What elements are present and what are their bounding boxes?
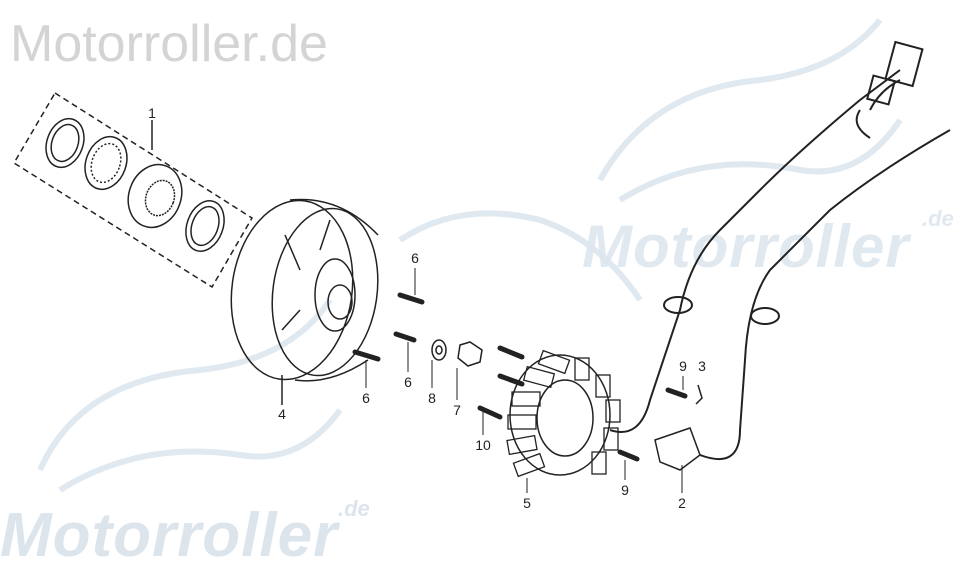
callout-1: 1 [148, 105, 156, 121]
callout-6: 6 [362, 390, 370, 406]
wiring-harness [609, 40, 951, 460]
leader-lines [365, 268, 684, 493]
callout-7: 7 [453, 402, 461, 418]
callout-2: 2 [678, 495, 686, 511]
callout-6: 6 [411, 250, 419, 266]
scooter-watermark-icon [37, 18, 903, 493]
callout-9: 9 [621, 482, 629, 498]
callout-5: 5 [523, 495, 531, 511]
watermark-bottom-suffix: .de [338, 496, 370, 521]
watermark-right-suffix: .de [922, 206, 954, 231]
callout-8: 8 [428, 390, 436, 406]
washer-part-8 [431, 339, 447, 361]
callout-10: 10 [475, 437, 491, 453]
clip-part-3 [695, 384, 703, 405]
callout-3: 3 [698, 358, 706, 374]
bolts [352, 292, 688, 462]
watermark-right: Motorroller [582, 213, 910, 280]
watermark-bottom: Motorroller [0, 501, 339, 570]
nut-part-7 [457, 341, 483, 367]
pulser-coil-part-2 [654, 427, 701, 471]
bearing-kit-part-1 [12, 91, 254, 289]
callout-4: 4 [278, 406, 286, 422]
flywheel-rotor-part-4 [230, 198, 379, 405]
watermark-top: Motorroller.de [10, 15, 328, 73]
stator-part-5 [506, 349, 621, 478]
callout-6: 6 [404, 374, 412, 390]
callout-9: 9 [679, 358, 687, 374]
